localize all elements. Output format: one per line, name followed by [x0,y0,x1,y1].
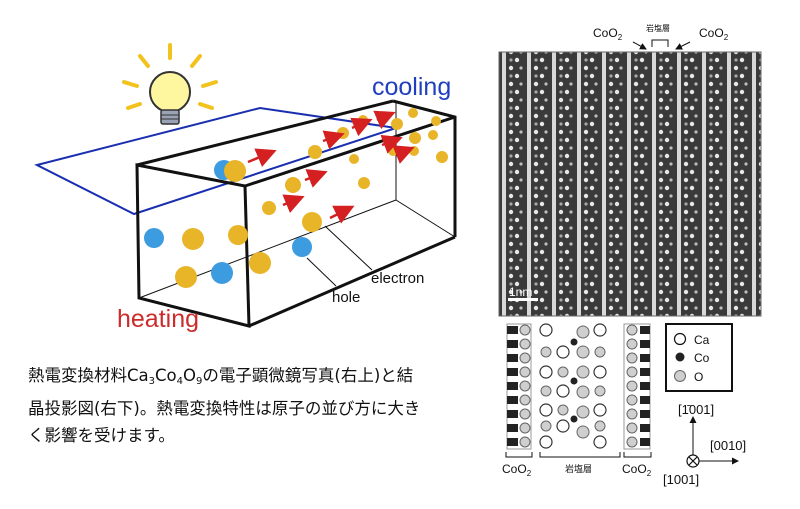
electrons [175,108,448,288]
electron-label: electron [371,270,424,287]
cooling-label: cooling [372,73,451,101]
crystal-projection: CoO2 岩塩層 CoO2 [502,323,652,478]
svg-text:岩塩層: 岩塩層 [565,463,592,474]
crystal-axes: [1̄001] [0010] [1001] [663,402,746,487]
scale-bar-label: 1nm [509,285,532,299]
svg-text:CoO2: CoO2 [502,462,532,478]
svg-text:[0010]: [0010] [710,438,746,453]
light-bulb-icon [122,43,218,125]
reference-plane [34,106,397,216]
electron-pointer [324,225,373,271]
svg-text:[1001]: [1001] [663,472,699,487]
caption-line-1: 熱電変換材料Ca3Co4O9の電子顕微鏡写真(右上)と結 [28,366,414,387]
svg-text:Co: Co [694,351,710,365]
tem-header: CoO2 岩塩層 CoO2 [593,23,729,50]
atom-legend: Ca Co O [665,323,733,392]
hole-pointer [306,257,337,287]
svg-text:岩塩層: 岩塩層 [646,23,670,33]
caption-line-2: 晶投影図(右下)。熱電変換特性は原子の並び方に大き [28,399,421,418]
material-bar [135,99,457,328]
carrier-flow-arrows [247,110,415,224]
svg-text:Ca: Ca [694,333,710,347]
out-of-plane-axis-icon [686,454,700,468]
svg-text:[1̄001]: [1̄001] [678,402,714,417]
heating-label: heating [117,305,199,333]
tem-micrograph: 1nm [498,51,762,317]
svg-text:CoO2: CoO2 [699,26,729,42]
svg-text:O: O [694,370,703,384]
svg-text:CoO2: CoO2 [593,26,623,42]
hole-label: hole [332,289,360,306]
figure-caption: 熱電変換材料Ca3Co4O9の電子顕微鏡写真(右上)と結 晶投影図(右下)。熱電… [28,362,478,449]
svg-text:CoO2: CoO2 [622,462,652,478]
caption-line-3: く影響を受けます。 [28,426,175,445]
